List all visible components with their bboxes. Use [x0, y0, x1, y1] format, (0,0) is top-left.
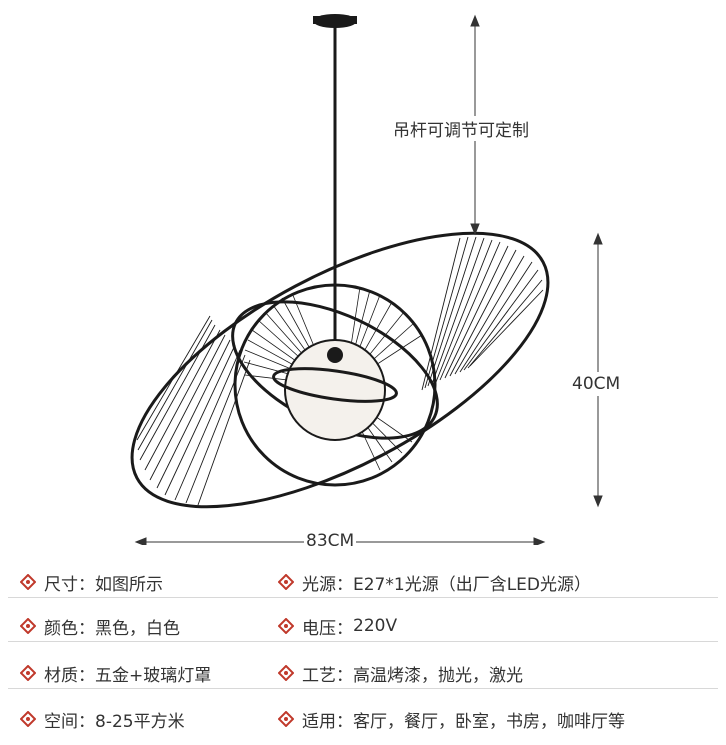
spec-item-color: 颜色：黑色，白色 — [20, 614, 180, 639]
spec-value: 8-25平方米 — [95, 711, 185, 732]
spec-item-size: 尺寸：如图所示 — [20, 570, 163, 595]
width-label: 83CM — [304, 531, 357, 551]
spec-value: 五金+玻璃灯罩 — [95, 665, 212, 686]
height-dimension-arrow — [593, 232, 603, 508]
row-divider — [8, 597, 718, 598]
spec-label: 尺寸 — [44, 574, 78, 595]
spec-separator: ： — [336, 618, 353, 639]
spec-label: 工艺 — [302, 665, 336, 686]
height-label: 40CM — [572, 372, 621, 396]
spec-value: 黑色，白色 — [95, 618, 180, 639]
spec-label: 电压 — [302, 618, 336, 639]
diamond-bullet-icon — [20, 618, 36, 634]
spec-value: 高温烤漆，抛光，激光 — [353, 665, 523, 686]
spec-label: 颜色 — [44, 618, 78, 639]
spec-row: 尺寸：如图所示 光源：E27*1光源（出厂含LED光源） — [0, 564, 726, 598]
pendant-lamp-drawing — [130, 14, 603, 547]
spec-row: 空间：8-25平方米 适用：客厅，餐厅，卧室，书房，咖啡厅等 — [0, 701, 726, 735]
spec-label: 空间 — [44, 711, 78, 732]
canopy-base — [313, 16, 357, 24]
row-divider — [8, 641, 718, 642]
diamond-bullet-icon — [278, 574, 294, 590]
spec-value: E27*1光源（出厂含LED光源） — [353, 574, 591, 595]
product-illustration: 吊杆可调节可定制 40CM 83CM — [130, 14, 621, 551]
spec-separator: ： — [336, 665, 353, 686]
spec-separator: ： — [336, 711, 353, 732]
spec-item-process: 工艺：高温烤漆，抛光，激光 — [278, 661, 523, 686]
spec-label: 适用 — [302, 711, 336, 732]
diamond-bullet-icon — [20, 665, 36, 681]
rod-adjustable-note: 吊杆可调节可定制 — [393, 116, 529, 141]
spec-row: 颜色：黑色，白色 电压：220V — [0, 608, 726, 642]
spec-separator: ： — [78, 574, 95, 595]
spec-item-space: 空间：8-25平方米 — [20, 707, 185, 732]
spec-item-voltage: 电压：220V — [278, 614, 398, 639]
spec-label: 光源 — [302, 574, 336, 595]
diamond-bullet-icon — [278, 711, 294, 727]
spec-item-usage: 适用：客厅，餐厅，卧室，书房，咖啡厅等 — [278, 707, 625, 732]
spec-item-light-source: 光源：E27*1光源（出厂含LED光源） — [278, 570, 591, 595]
glass-globe — [284, 339, 386, 441]
diamond-bullet-icon — [278, 618, 294, 634]
spec-separator: ： — [78, 711, 95, 732]
lamp-socket — [327, 347, 343, 363]
diamond-bullet-icon — [20, 574, 36, 590]
spec-separator: ： — [78, 665, 95, 686]
spec-row: 材质：五金+玻璃灯罩 工艺：高温烤漆，抛光，激光 — [0, 655, 726, 689]
spec-value: 220V — [353, 616, 398, 636]
outer-ring — [130, 231, 550, 509]
middle-ring — [233, 283, 437, 487]
diamond-bullet-icon — [278, 665, 294, 681]
spec-separator: ： — [78, 618, 95, 639]
globe-band — [272, 367, 398, 403]
spec-label: 材质 — [44, 665, 78, 686]
spec-value: 客厅，餐厅，卧室，书房，咖啡厅等 — [353, 711, 625, 732]
outer-ring-wires — [136, 236, 544, 506]
diamond-bullet-icon — [20, 711, 36, 727]
spec-separator: ： — [336, 574, 353, 595]
spec-item-material: 材质：五金+玻璃灯罩 — [20, 661, 212, 686]
spec-value: 如图所示 — [95, 574, 163, 595]
row-divider — [8, 688, 718, 689]
